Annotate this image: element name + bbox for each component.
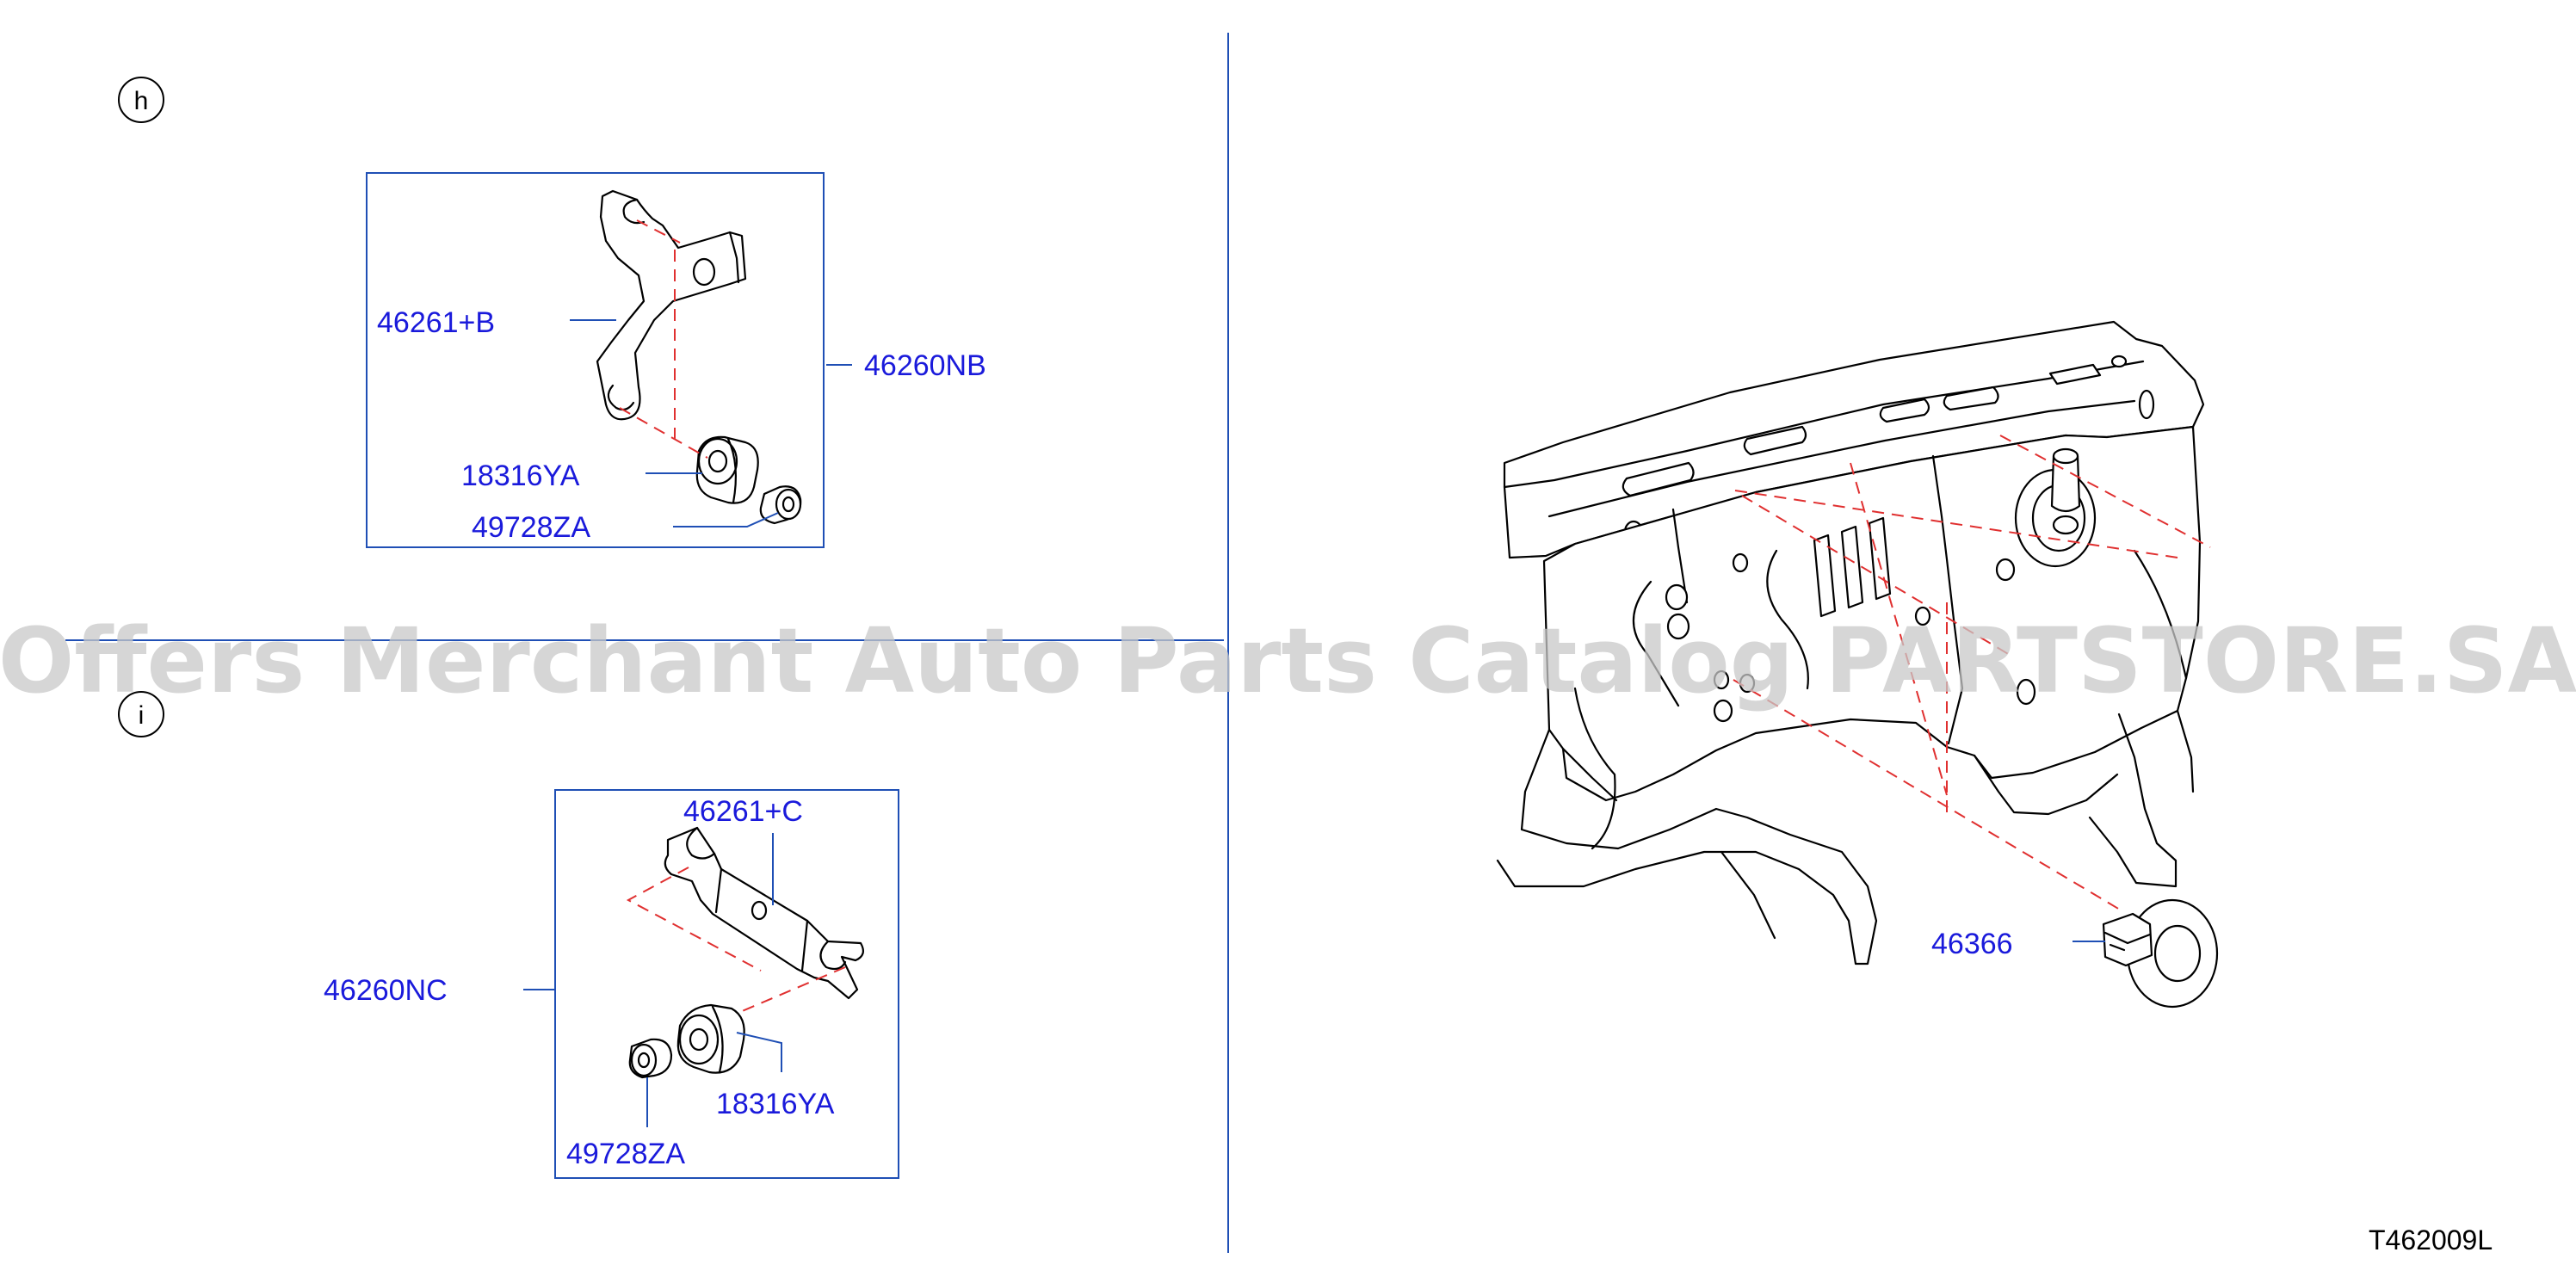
callout-46261-c: 46261+C xyxy=(683,795,803,828)
section-i-letter: i xyxy=(139,701,145,730)
callout-i-49728za: 49728ZA xyxy=(566,1138,685,1170)
section-h: h 46261+B xyxy=(118,77,986,548)
h-collar-drawing xyxy=(759,485,802,525)
i-bushing-drawing xyxy=(676,1003,745,1074)
section-i: i 46261+C xyxy=(118,691,899,1179)
h-guide-slot xyxy=(636,219,681,244)
panel-guide-5 xyxy=(1741,495,2015,658)
callout-h-18316ya: 18316YA xyxy=(461,460,580,492)
reference-code: T462009L xyxy=(2369,1225,2493,1255)
callout-46260nb: 46260NB xyxy=(864,349,986,382)
callout-46261-b: 46261+B xyxy=(377,306,495,339)
section-h-marker xyxy=(118,77,164,123)
panel-guide-3 xyxy=(1850,462,1948,796)
callout-h-49728za: 49728ZA xyxy=(472,511,590,544)
section-h-letter: h xyxy=(134,87,149,115)
section-h-assembly-frame xyxy=(366,172,825,548)
i-collar-drawing xyxy=(628,1038,673,1079)
grommet-drawing xyxy=(2102,898,2219,1009)
h-bracket-drawing xyxy=(596,189,747,421)
i-guide-upper xyxy=(626,867,762,972)
i-bracket-drawing xyxy=(664,826,865,1000)
callout-46260nc: 46260NC xyxy=(324,974,448,1007)
watermark-text: Offers Merchant Auto Parts Catalog PARTS… xyxy=(0,608,2576,713)
h-guide-lower xyxy=(619,407,708,459)
body-panel-drawing xyxy=(1496,320,2211,965)
callout-46366: 46366 xyxy=(1931,928,2013,960)
panel-guide-1 xyxy=(1734,490,2178,558)
callout-i-18316ya: 18316YA xyxy=(716,1088,835,1120)
panel-guide-6 xyxy=(1733,679,2125,913)
panel-guide-2 xyxy=(1999,435,2211,548)
section-i-marker xyxy=(118,691,164,737)
h-bushing-drawing xyxy=(695,435,759,504)
section-i-assembly-frame xyxy=(554,789,899,1179)
